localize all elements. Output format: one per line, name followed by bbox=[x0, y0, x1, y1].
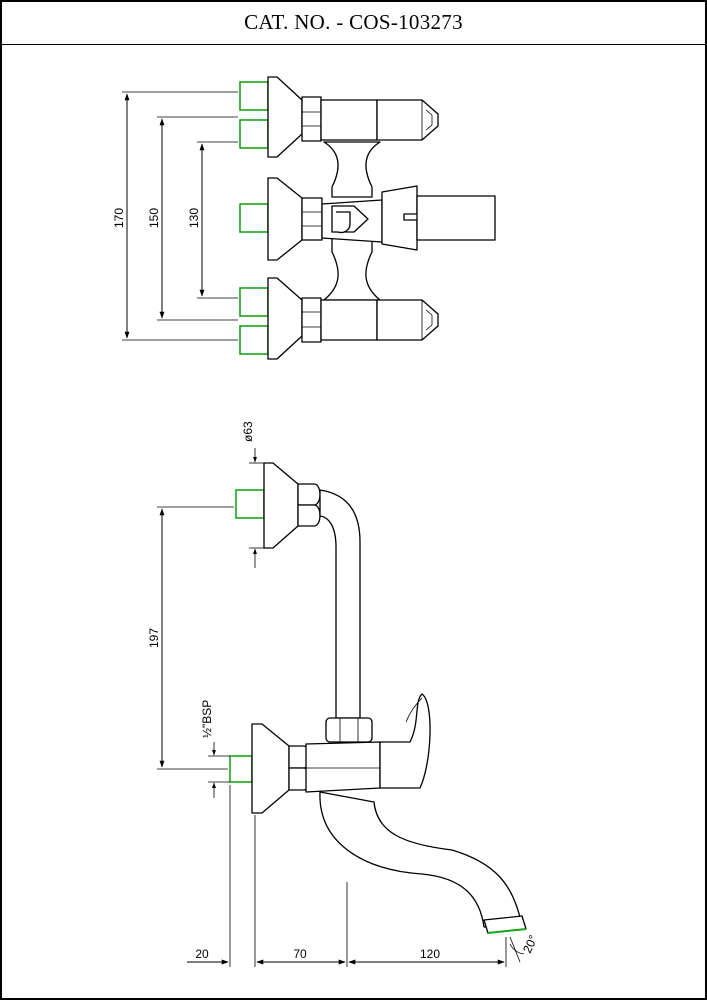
dim-height-label: 197 bbox=[147, 628, 161, 648]
dim-inner-label: 130 bbox=[187, 208, 201, 228]
mixer-body bbox=[305, 741, 381, 793]
dim-thread-label: ½"BSP bbox=[200, 700, 214, 738]
catalog-number-title: CAT. NO. - COS-103273 bbox=[2, 2, 705, 45]
riser-pipe bbox=[319, 489, 361, 719]
riser-union-nut bbox=[325, 717, 373, 743]
dim-outer-label: 170 bbox=[112, 208, 126, 228]
top-view: 170 150 130 bbox=[112, 76, 496, 360]
lower-connector bbox=[239, 277, 439, 360]
side-view-dimensions: ø63 197 ½"BSP 20 bbox=[147, 421, 540, 967]
lower-flange bbox=[267, 277, 303, 360]
side-upper-nut-b bbox=[297, 504, 321, 527]
middle-to-lower-body bbox=[323, 236, 381, 301]
side-view: ø63 197 ½"BSP 20 bbox=[147, 421, 540, 967]
dim-body-label: 70 bbox=[293, 947, 307, 961]
lower-body bbox=[320, 299, 378, 341]
upper-body bbox=[320, 99, 378, 141]
spout bbox=[319, 791, 523, 928]
upper-thread-inner bbox=[239, 119, 269, 149]
side-lever bbox=[379, 693, 431, 789]
middle-connector bbox=[239, 177, 496, 261]
upper-connector bbox=[239, 76, 439, 158]
side-upper-flange bbox=[263, 462, 299, 549]
lever-handle bbox=[416, 195, 496, 241]
middle-thread bbox=[239, 203, 269, 233]
dim-angle-label: 20° bbox=[520, 933, 540, 956]
lower-cap bbox=[376, 299, 439, 341]
upper-to-middle-body bbox=[323, 141, 381, 198]
lever-collar bbox=[381, 185, 418, 251]
top-view-dimensions: 170 150 130 bbox=[112, 91, 238, 341]
diverter-knob bbox=[336, 211, 351, 234]
middle-hex-nut bbox=[301, 197, 323, 241]
lower-thread-inner bbox=[239, 287, 269, 317]
side-lower-thread bbox=[229, 755, 253, 783]
upper-flange bbox=[267, 76, 303, 158]
dim-middle-label: 150 bbox=[147, 208, 161, 228]
upper-cap bbox=[376, 99, 439, 141]
side-upper-nut-a bbox=[297, 483, 321, 506]
side-lower-flange bbox=[251, 723, 290, 814]
middle-flange bbox=[267, 177, 303, 261]
dim-inlet-label: 20 bbox=[195, 947, 209, 961]
dim-spout-label: 120 bbox=[420, 947, 440, 961]
upper-thread-outer bbox=[239, 81, 269, 111]
dim-flange-diameter-label: ø63 bbox=[241, 421, 255, 442]
lower-thread-outer bbox=[239, 325, 269, 355]
upper-hex-nut bbox=[301, 96, 322, 142]
side-upper-thread bbox=[235, 489, 265, 519]
lower-hex-nut bbox=[301, 297, 322, 343]
